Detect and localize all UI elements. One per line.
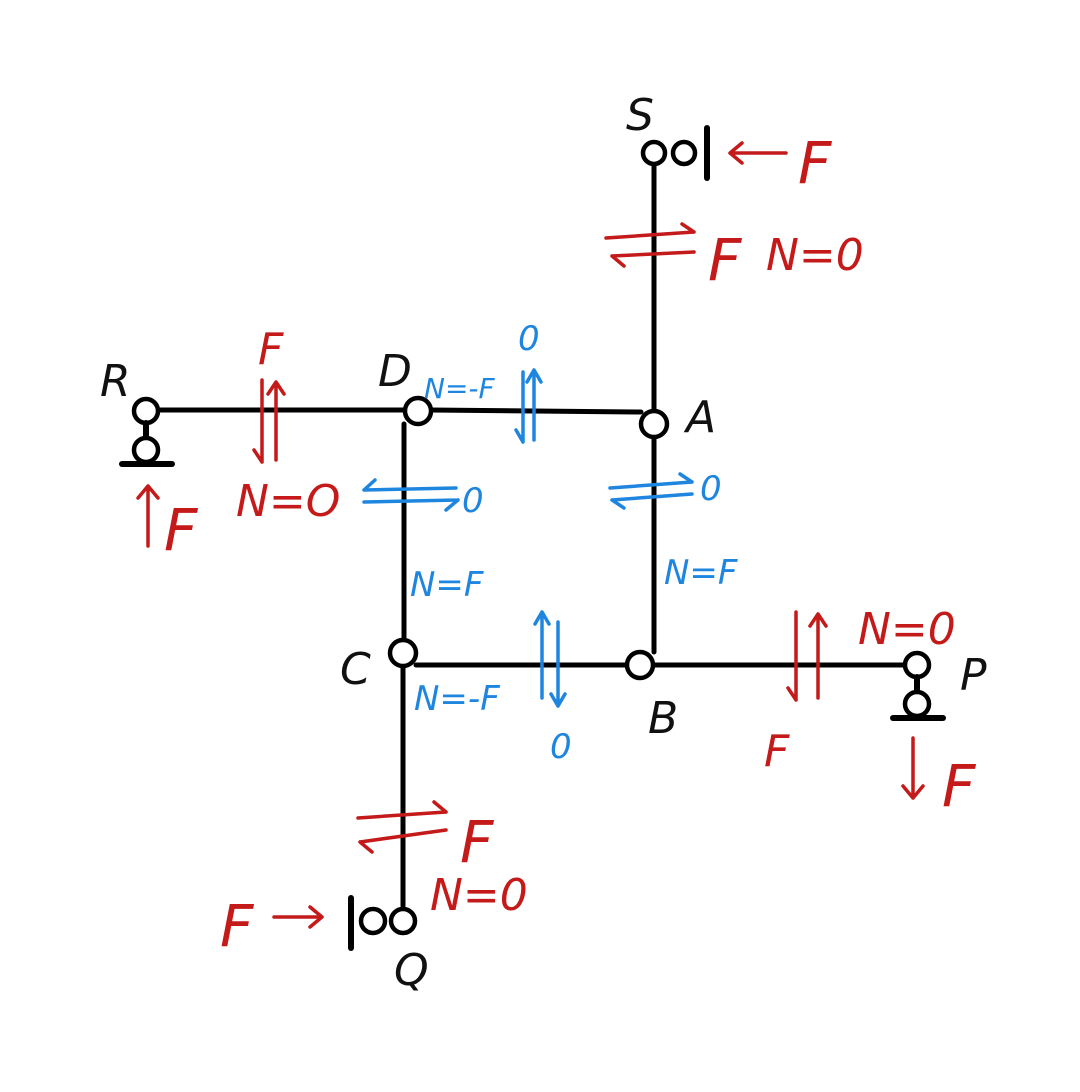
force-SA: F N=0: [604, 222, 864, 294]
shear-arrows-icon: [356, 800, 448, 854]
support-P: [890, 650, 946, 721]
arrow-down-icon: [901, 736, 925, 800]
force-CB-axial: N=-F: [414, 679, 500, 719]
node-label-P: P: [960, 650, 987, 701]
force-DC-shear: 0: [462, 481, 484, 521]
node-label-R: R: [100, 356, 131, 407]
load-Q: F: [220, 892, 324, 960]
force-AB: 0 N=F: [608, 469, 738, 593]
force-RD-axial: N=O: [236, 476, 340, 527]
joints: [387, 395, 670, 681]
force-DC-axial: N=F: [410, 565, 484, 605]
shear-arrows-icon: [514, 368, 543, 444]
node-label-D: D: [378, 346, 412, 397]
joint-B: [624, 649, 656, 681]
load-Q-label: F: [220, 892, 255, 960]
support-S: [640, 125, 710, 181]
force-DA-axial: N=-F: [424, 372, 496, 405]
force-CQ-axial: N=0: [430, 870, 528, 921]
force-CB-shear: 0: [550, 727, 572, 767]
load-S: F: [728, 129, 833, 197]
node-label-Q: Q: [394, 945, 429, 996]
force-BP-shear: F: [764, 726, 790, 777]
load-R: F: [136, 484, 199, 564]
node-label-S: S: [626, 90, 654, 141]
arrow-left-icon: [728, 141, 788, 165]
force-AB-shear: 0: [700, 469, 722, 509]
force-DC: 0 N=F: [362, 478, 484, 605]
support-R: [119, 396, 175, 467]
force-SA-shear: F: [708, 226, 743, 294]
force-BP-axial: N=0: [858, 604, 956, 655]
force-RD-shear: F: [258, 324, 284, 375]
joint-A: [638, 408, 670, 440]
node-label-C: C: [340, 644, 371, 695]
node-label-B: B: [648, 693, 678, 744]
load-P: F: [901, 736, 977, 820]
load-R-label: F: [164, 496, 199, 564]
joint-D: [402, 395, 434, 427]
joint-C: [387, 637, 419, 669]
shear-arrows-icon: [604, 222, 696, 268]
frame-members: [143, 163, 907, 909]
force-AB-axial: N=F: [664, 553, 738, 593]
force-DA: N=-F 0: [424, 319, 543, 444]
force-CQ: F N=0: [356, 800, 528, 921]
shear-arrows-icon: [786, 610, 828, 702]
force-CB: N=-F 0: [414, 610, 572, 767]
force-SA-axial: N=0: [766, 230, 864, 281]
node-label-A: A: [683, 392, 716, 443]
shear-arrows-icon: [608, 472, 694, 510]
support-Q: [348, 895, 418, 951]
arrow-up-icon: [136, 484, 160, 548]
load-S-label: F: [798, 129, 833, 197]
force-BP: N=0 F: [764, 604, 956, 777]
force-CQ-shear: F: [460, 808, 495, 876]
force-DA-shear: 0: [518, 319, 540, 359]
shear-arrows-icon: [252, 378, 286, 464]
node-labels: S R D A C B P Q: [100, 90, 987, 996]
force-RD: F N=O: [236, 324, 340, 527]
shear-arrows-icon: [362, 478, 460, 512]
shear-arrows-icon: [533, 610, 567, 708]
load-P-label: F: [942, 752, 977, 820]
arrow-right-icon: [272, 905, 324, 929]
